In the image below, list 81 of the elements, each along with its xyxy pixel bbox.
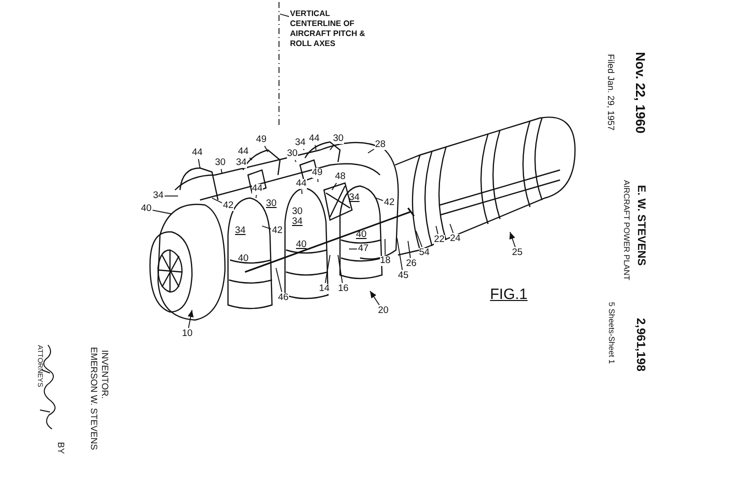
callout-number: 42 (272, 226, 283, 236)
filing-date: Filed Jan. 29, 1957 (605, 54, 616, 131)
leader-line (450, 224, 454, 234)
arrow (370, 290, 380, 306)
callout-number: 44 (192, 148, 203, 158)
leader-line (212, 198, 222, 204)
callout-number: 30 (287, 149, 298, 159)
callout-number: 22 (434, 235, 445, 245)
leader-line (317, 178, 318, 182)
callout-number: 20 (378, 306, 389, 316)
callout-number: 34 (236, 158, 247, 168)
callout-number: 42 (223, 201, 234, 211)
patent-number: 2,961,198 (634, 318, 648, 372)
callout-number: 44 (252, 184, 263, 194)
leader-line (376, 198, 384, 202)
leader-line (198, 158, 200, 168)
inventor-name: EMERSON W. STEVENS (88, 347, 99, 450)
leader-line (249, 157, 252, 160)
inventor-name: E. W. STEVENS (634, 185, 647, 266)
callout-number: 34 (295, 138, 306, 148)
callout-number: 40 (141, 204, 152, 214)
patent-title: AIRCRAFT POWER PLANT (621, 180, 631, 280)
leader-line (220, 168, 222, 174)
callout-number: 30 (333, 134, 344, 144)
leader-line (314, 144, 316, 150)
arrow (188, 310, 194, 328)
leader-line (416, 230, 422, 248)
callout-number: 34 (153, 191, 164, 201)
leader-line (276, 268, 282, 292)
leader-line (368, 148, 374, 154)
callout-number: 25 (512, 248, 523, 258)
callout-number: 54 (419, 248, 430, 258)
leader-line (408, 240, 411, 258)
leader-line (324, 254, 330, 284)
patent-date: Nov. 22, 1960 (633, 52, 648, 134)
callout-number: 26 (406, 259, 417, 269)
callout-number: 30 (215, 158, 226, 168)
leader-line (338, 254, 343, 284)
callout-number: 24 (450, 234, 461, 244)
callout-number: 47 (358, 244, 369, 254)
callout-number: 40 (238, 254, 249, 264)
callout-number: 30 (292, 207, 303, 217)
leader-line (332, 182, 337, 190)
callout-number: 44 (309, 134, 320, 144)
leader-line (262, 226, 272, 230)
by-label: BY (55, 442, 66, 454)
callout-number: 34 (235, 226, 246, 236)
inventor-heading: INVENTOR. (99, 350, 110, 399)
leader-line (264, 146, 268, 152)
callout-number: 34 (292, 217, 303, 227)
callout-number: 40 (356, 230, 367, 240)
leader-line (303, 148, 304, 150)
leader-line (384, 238, 386, 256)
leader-line (280, 14, 290, 18)
callout-number: 10 (182, 329, 193, 339)
leader-line (396, 238, 403, 270)
callout-number: 16 (338, 284, 349, 294)
callout-number: 14 (319, 284, 330, 294)
leader-line (436, 226, 438, 234)
callout-number: 48 (335, 172, 346, 182)
callout-number: 49 (256, 135, 267, 145)
callout-number: 49 (312, 168, 323, 178)
callout-number: 44 (296, 179, 307, 189)
leader-line (330, 144, 334, 150)
arrow (509, 232, 516, 248)
callout-number: 18 (380, 256, 391, 266)
callout-number: 42 (384, 198, 395, 208)
callout-number: 40 (296, 240, 307, 250)
figure-label: FIG.1 (490, 287, 528, 303)
leader-line (256, 194, 257, 198)
leader-line (348, 248, 358, 250)
callout-number: 28 (375, 140, 386, 150)
callout-number: 44 (238, 147, 249, 157)
sheet-number: 5 Sheets-Sheet 1 (606, 302, 616, 364)
callout-number: 34 (349, 193, 360, 203)
leader-line (152, 210, 172, 214)
callout-number: 45 (398, 271, 409, 281)
leader-line (301, 190, 302, 194)
callout-number: 30 (266, 199, 277, 209)
leader-line (294, 160, 296, 162)
callout-number: 46 (278, 293, 289, 303)
